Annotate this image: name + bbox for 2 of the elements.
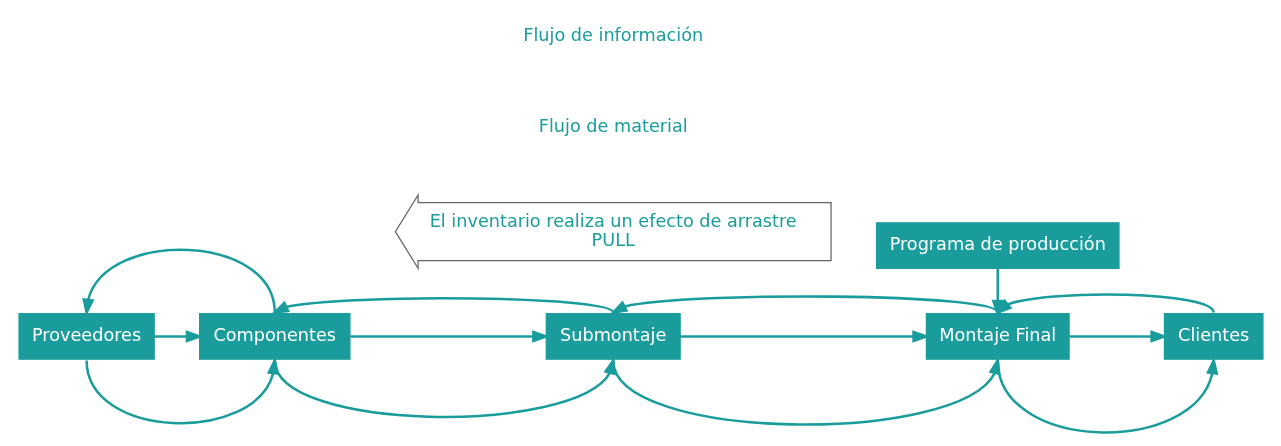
legend-label: Flujo de información [522,24,703,45]
legend-label: Flujo de material [538,115,688,136]
